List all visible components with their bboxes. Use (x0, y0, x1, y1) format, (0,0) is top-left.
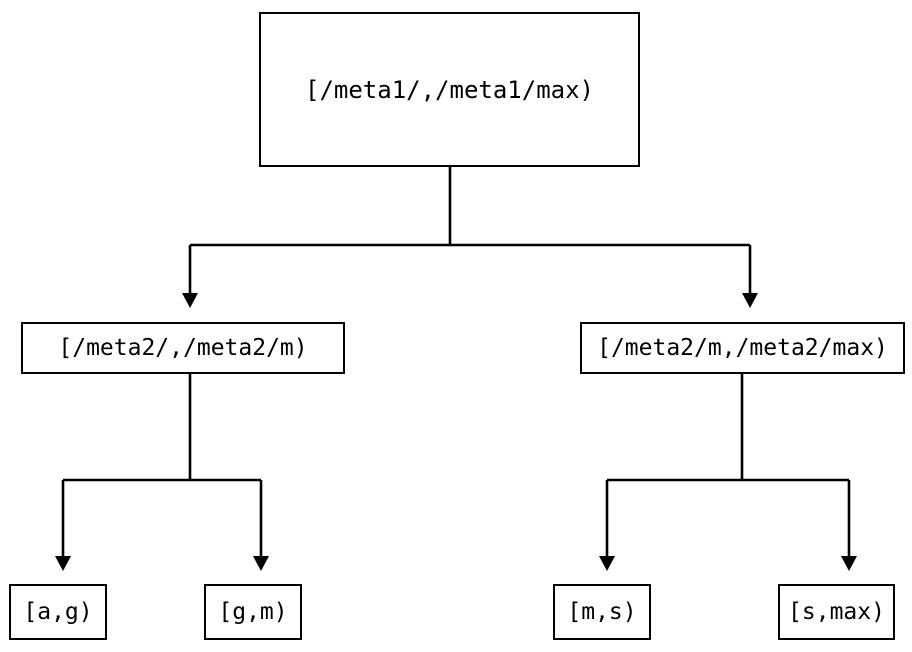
arrowhead-leaf-2 (253, 556, 269, 571)
node-mid-left[interactable]: [/meta2/,/meta2/m) (21, 322, 345, 374)
node-mid-left-label: [/meta2/,/meta2/m) (58, 334, 308, 361)
node-leaf-3-label: [m,s) (567, 598, 637, 625)
node-root[interactable]: [/meta1/,/meta1/max) (259, 12, 640, 167)
arrowhead-leaf-1 (55, 556, 71, 571)
node-leaf-1-label: [a,g) (23, 598, 93, 625)
node-leaf-4-label: [s,max) (788, 598, 885, 625)
arrowhead-mid-left (182, 293, 198, 308)
node-leaf-3[interactable]: [m,s) (553, 584, 651, 640)
node-mid-right-label: [/meta2/m,/meta2/max) (597, 334, 888, 361)
arrowhead-leaf-3 (599, 556, 615, 571)
arrowhead-mid-right (742, 293, 758, 308)
arrowhead-leaf-4 (841, 556, 857, 571)
node-root-label: [/meta1/,/meta1/max) (305, 75, 594, 104)
node-leaf-2-label: [g,m) (218, 598, 288, 625)
node-leaf-1[interactable]: [a,g) (9, 584, 107, 640)
node-leaf-4[interactable]: [s,max) (778, 584, 895, 640)
node-mid-right[interactable]: [/meta2/m,/meta2/max) (580, 322, 905, 374)
node-leaf-2[interactable]: [g,m) (204, 584, 302, 640)
